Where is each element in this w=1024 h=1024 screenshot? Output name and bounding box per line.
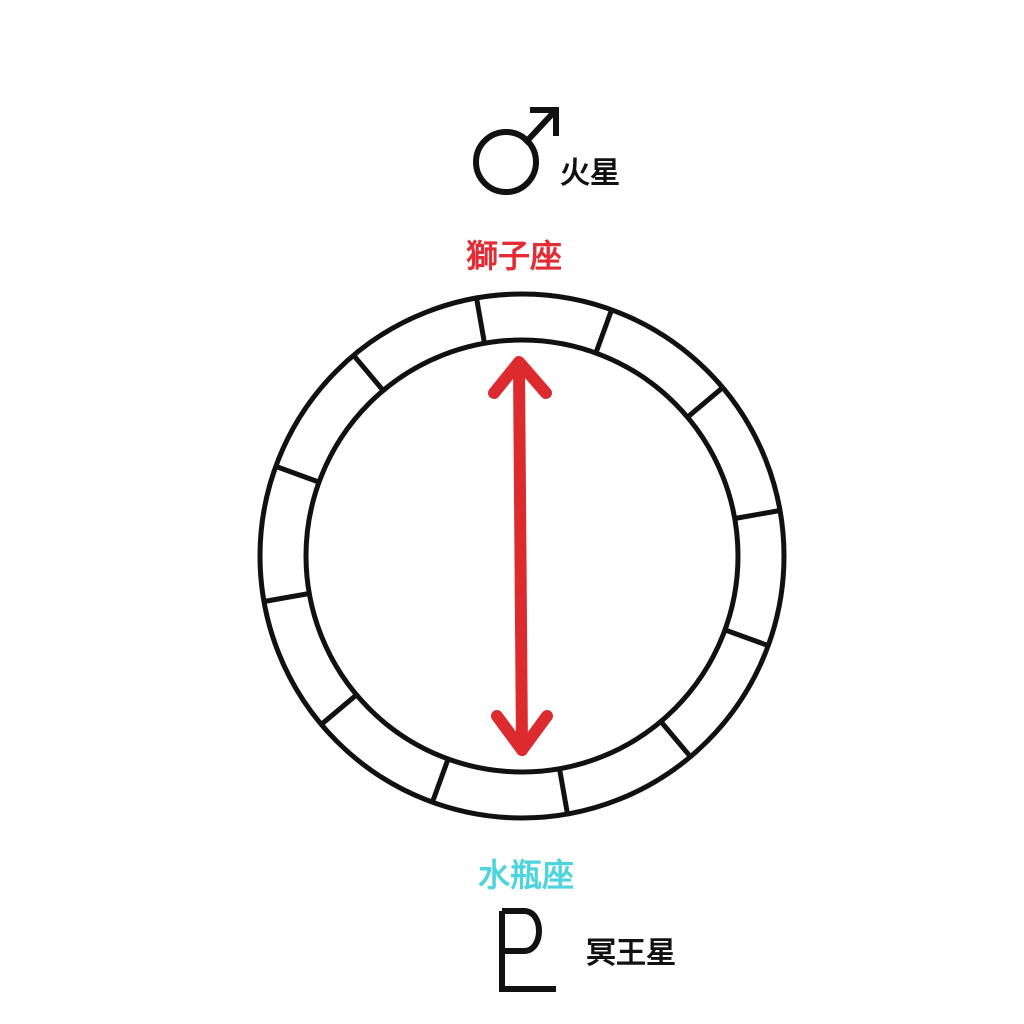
opposition-arrow <box>488 356 553 756</box>
inner-ring <box>303 337 741 775</box>
pluto-label: 冥王星 <box>586 936 676 971</box>
outer-ring <box>257 291 787 821</box>
ring-divider <box>593 308 614 354</box>
pluto-icon <box>499 908 556 992</box>
ring-divider <box>351 353 386 393</box>
mars-label: 火星 <box>560 156 620 191</box>
ring-divider <box>319 692 359 727</box>
ring-divider <box>263 591 310 604</box>
ring-divider <box>474 297 487 344</box>
mars-icon <box>473 107 559 195</box>
ring-divider <box>557 768 570 815</box>
ring-dividers <box>263 297 781 815</box>
ring-divider <box>734 508 781 521</box>
ring-divider <box>724 627 770 648</box>
ring-divider <box>685 385 725 420</box>
ring-divider <box>658 719 693 759</box>
ring-divider <box>430 758 451 804</box>
aquarius-label: 水瓶座 <box>478 856 575 894</box>
leo-label: 獅子座 <box>466 237 563 275</box>
ring-divider <box>274 464 320 485</box>
